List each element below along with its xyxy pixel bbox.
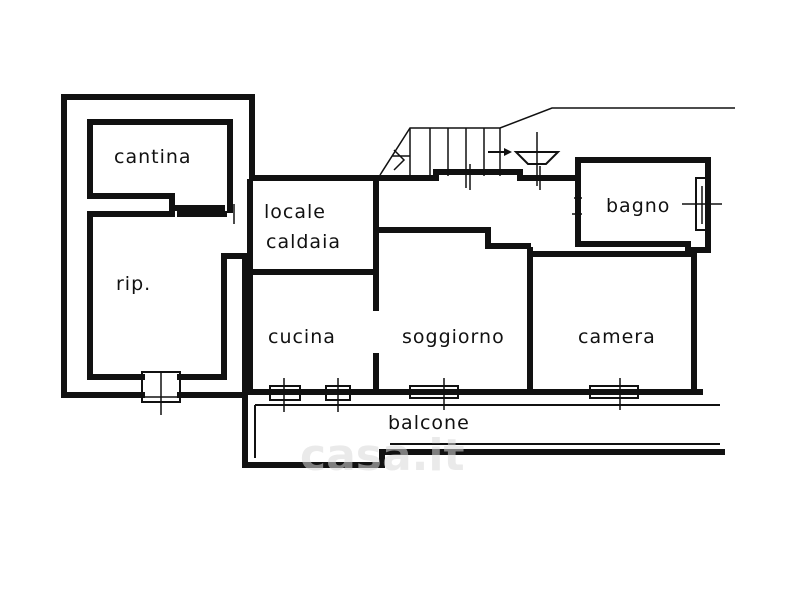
balcony-outline: [242, 392, 725, 468]
stairs: [379, 107, 735, 188]
room-label-bagno: bagno: [606, 195, 670, 217]
room-label-caldaia: caldaia: [266, 231, 341, 253]
room-label-balcone: balcone: [388, 412, 470, 434]
room-label-soggiorno: soggiorno: [402, 326, 505, 348]
openings: [233, 164, 639, 412]
room-label-rip: rip.: [116, 273, 151, 295]
room-label-camera: camera: [578, 326, 656, 348]
left-block-walls: [61, 94, 255, 415]
central-block-walls: [247, 169, 703, 395]
room-label-locale: locale: [264, 201, 326, 223]
watermark: casa.it: [300, 430, 464, 481]
bagno-walls: [572, 157, 722, 253]
room-label-cantina: cantina: [114, 146, 192, 168]
room-label-cucina: cucina: [268, 326, 336, 348]
